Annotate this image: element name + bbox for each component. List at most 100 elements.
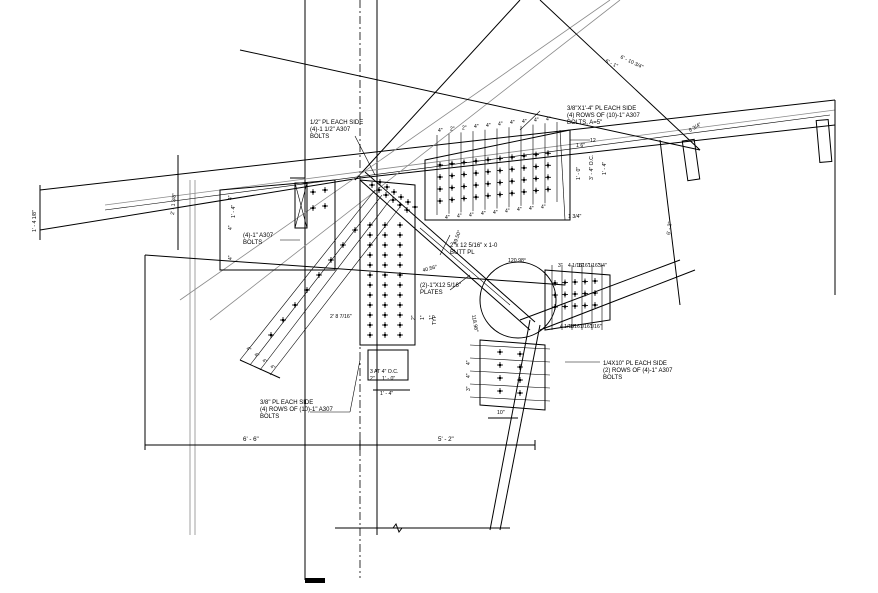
lower-line (144, 254, 566, 286)
bolt-top-field (437, 162, 443, 168)
bolt-diag-low (340, 242, 346, 248)
bolt-top-field (449, 172, 455, 179)
bolt-vert-gusset (382, 292, 388, 298)
bolt-vert-gusset (367, 332, 373, 338)
bolt-top-field (437, 186, 443, 192)
bolt-vert-gusset (367, 282, 373, 288)
bolt-vert-gusset (382, 272, 388, 278)
dim-angle-1: 120.98° (508, 258, 526, 264)
vert-down-a (489, 319, 531, 531)
note-bottom-right-2: (2) ROWS OF (4)-1" A307 (603, 368, 673, 374)
diag-tick-label: 4" (269, 364, 276, 372)
top-tick-label: 4" (522, 119, 527, 125)
top-chord-mid (104, 109, 836, 206)
bolt-top-field (485, 168, 491, 175)
bottom-tick-label: 4" (481, 211, 486, 217)
bolt-vert-gusset (367, 252, 373, 258)
top-tick-label: 2" (450, 127, 455, 133)
bolt-vert-gusset (367, 242, 373, 248)
bottom-plate-grid-line (469, 370, 551, 376)
bolt-vert-gusset (397, 282, 403, 288)
right-low-plate (544, 269, 611, 331)
dim-3at4: 3 AT 4" O.C. (370, 369, 398, 375)
top-tick-label: 4" (498, 122, 503, 128)
bolt-vert-gusset (397, 242, 403, 248)
right-tick-label: 3/4" (598, 263, 607, 269)
note-bottom-left-1: 3/8" PL EACH SIDE (260, 400, 313, 406)
left-plate-inner (294, 182, 308, 229)
right-tick-label: 1/16" (588, 263, 600, 269)
dim-right-top-short: 8 3/4" (688, 122, 703, 134)
dim-ten-in: 10" (497, 410, 505, 416)
small-gusset-label: 1" (420, 315, 426, 320)
bolt-node (390, 197, 396, 203)
diag-low-1 (239, 189, 376, 361)
bolt-top-field (545, 174, 551, 181)
bolt-top-field (497, 179, 503, 186)
bolt-node (384, 184, 390, 190)
note-plates-2: PLATES (420, 290, 443, 296)
diag-right (539, 0, 701, 151)
bottom-tick-label: 4" (541, 205, 546, 211)
bottom-tick-label: 4" (469, 212, 474, 218)
bolt-node (369, 182, 375, 188)
bolt-right-low (582, 302, 588, 309)
bolt-top-field (521, 188, 527, 195)
bolt-top-field (521, 152, 527, 159)
bolt-right-low (582, 290, 588, 297)
leader-plates (449, 274, 471, 291)
top-chord-lower-right (359, 124, 836, 179)
bolt-right-low (592, 290, 598, 296)
bolt-vert-gusset (397, 312, 403, 318)
bolt-vert-gusset (367, 322, 373, 328)
bolt-vert-gusset (367, 292, 373, 298)
bolt-diag-low (292, 302, 298, 308)
bolt-node (398, 194, 404, 200)
bolt-top-field (461, 195, 467, 202)
bolt-right-low (562, 291, 568, 298)
bolt-vert-gusset (367, 222, 373, 228)
bolt-top-field (521, 176, 527, 183)
dim-overall-right: 5' - 2" (438, 436, 454, 443)
low-tick-label: 3" (466, 386, 472, 391)
top-chord-mid-2 (104, 114, 831, 211)
top-tick-label: 4" (510, 120, 515, 126)
note-left-bolts-1: (4)-1" A307 (243, 233, 274, 239)
bottom-plate-grid-line (469, 344, 551, 350)
bolt-left-plate (310, 205, 316, 211)
bolt-top-field (485, 156, 491, 163)
dim-one-6: 1 6" (576, 143, 585, 149)
bolt-node (405, 199, 411, 205)
bolt-top-field (461, 183, 467, 190)
bolt-bottom-plate (517, 364, 523, 370)
top-tick-label: 4" (438, 128, 443, 134)
diag-main-a (359, 179, 531, 331)
bolt-left-plate (322, 187, 328, 193)
bolt-left-plate (310, 189, 316, 195)
dim-right-spacing-1: 3' - 4" O.C. (589, 155, 595, 180)
bottom-tick-label: 4" (457, 214, 462, 220)
bolt-top-field (545, 162, 551, 169)
dim-small-1-4: 1' - 4" (231, 205, 237, 218)
bolt-top-field (545, 150, 551, 157)
right-tick-label-2: 1/16" (590, 324, 602, 330)
bolt-top-field (521, 164, 527, 171)
bolt-top-field (509, 154, 515, 161)
bolt-vert-gusset (382, 282, 388, 288)
bolt-vert-gusset (367, 262, 373, 268)
low-tick-label: 4" (466, 360, 472, 365)
bolt-vert-gusset (382, 302, 388, 308)
right-end-block (815, 119, 833, 163)
bolt-top-field (545, 186, 551, 193)
note-right-top-3: BOLTS, A=5" (567, 120, 602, 126)
bolt-vert-gusset (367, 232, 373, 238)
bolt-layer (268, 122, 603, 402)
dim-typ: TYP (432, 314, 438, 325)
bolt-right-low (572, 303, 578, 309)
right-tick-label-2: 4 1/16" (560, 324, 576, 330)
bolt-right-low (562, 279, 568, 286)
dim-top-diag-2: 6' - 1" (604, 58, 619, 69)
bolt-vert-gusset (367, 302, 373, 308)
bolt-left-plate (322, 203, 328, 209)
